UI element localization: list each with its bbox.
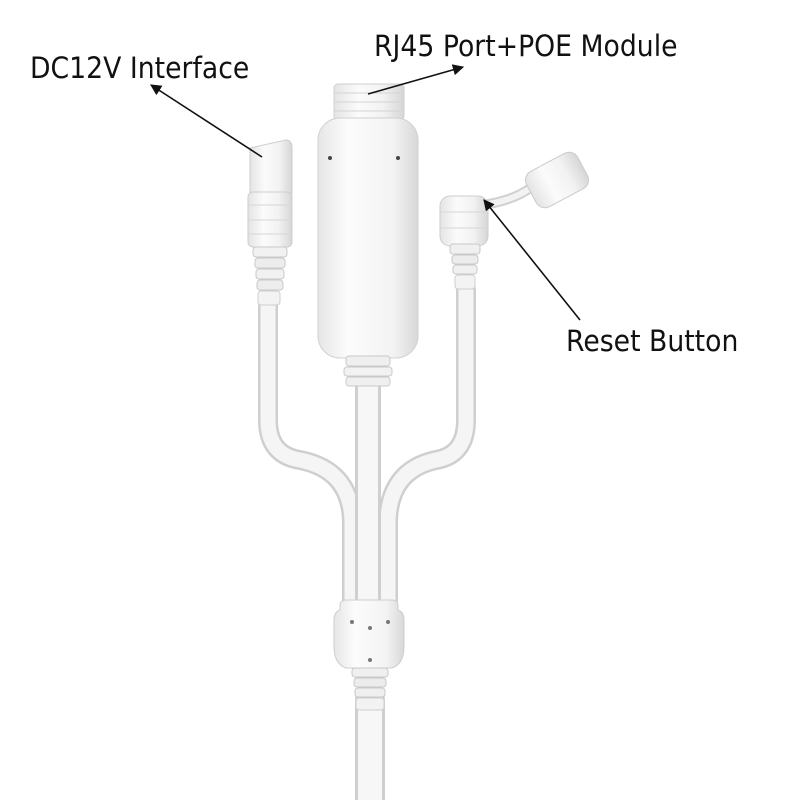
cable-branches xyxy=(258,280,476,800)
cable-junction-boot xyxy=(333,599,405,711)
dc12v-interface-label: DC12V Interface xyxy=(30,51,250,85)
rj45-thread-cap xyxy=(333,83,405,121)
dc12v-connector xyxy=(247,139,293,306)
reset-connector xyxy=(439,151,589,290)
reset-button-label: Reset Button xyxy=(566,324,739,358)
poe-module-body xyxy=(317,117,419,387)
callout-arrows xyxy=(150,64,581,321)
rj45-poe-module-label: RJ45 Port+POE Module xyxy=(374,29,678,63)
arrow-reset-button xyxy=(483,199,581,321)
arrow-rj45-poe xyxy=(367,64,465,95)
arrow-dc-interface xyxy=(150,84,263,158)
